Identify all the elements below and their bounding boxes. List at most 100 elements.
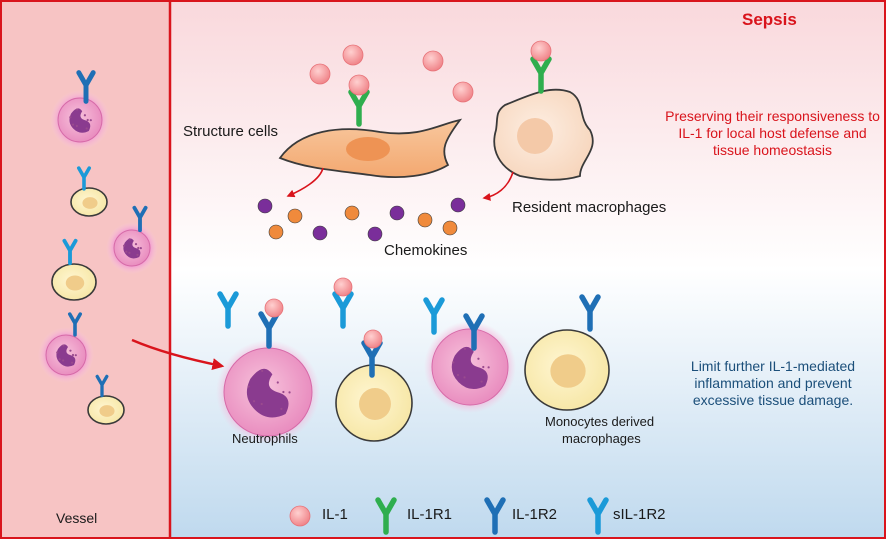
granule xyxy=(247,385,250,388)
il1-molecule xyxy=(452,81,474,103)
il1r1-receptor-icon xyxy=(375,497,397,535)
receptor-shape xyxy=(530,56,552,94)
resident-macrophage xyxy=(493,88,594,181)
resident-macrophage-il1r1-receptor xyxy=(530,56,552,94)
bound-il1-molecule xyxy=(530,40,552,62)
neutrophils-label: Neutrophils xyxy=(232,431,298,446)
vessel-monocyte xyxy=(87,395,125,425)
sil1r2-decoy xyxy=(332,291,354,329)
granule xyxy=(482,365,485,369)
sil1r2-decoy xyxy=(423,297,445,335)
granule xyxy=(75,124,78,128)
chemokine-orange xyxy=(417,212,433,228)
granule xyxy=(69,116,72,119)
granule xyxy=(260,402,263,406)
legend-label-il1r1: IL-1R1 xyxy=(407,506,453,523)
vessel-il1r2-receptor xyxy=(68,312,82,337)
monocyte-derived-macrophage xyxy=(335,364,413,442)
receptor-shape xyxy=(68,312,82,337)
receptor-shape xyxy=(132,205,148,233)
extravasation-arrow xyxy=(131,338,225,371)
receptor-shape xyxy=(76,70,96,104)
granule xyxy=(85,127,88,130)
receptor-shape xyxy=(484,497,506,535)
receptor-shape xyxy=(375,497,397,535)
structure-cell xyxy=(278,118,463,179)
monocyte-nucleus xyxy=(550,354,586,388)
legend-label-sil1r2: sIL-1R2 xyxy=(613,506,666,523)
granule xyxy=(280,407,283,410)
bound-il1-molecule xyxy=(348,74,370,96)
chemokine-purple xyxy=(367,226,383,242)
diagram-title: Sepsis xyxy=(742,10,797,29)
granule xyxy=(282,390,285,394)
granule xyxy=(134,243,138,246)
structure-to-chemokine-arrow xyxy=(286,167,324,198)
receptor-shape xyxy=(332,291,354,329)
granule xyxy=(128,251,131,255)
legend-label-il1: IL-1 xyxy=(322,506,348,523)
monocyte-nucleus xyxy=(99,405,115,417)
receptor-shape xyxy=(463,313,485,351)
vessel-neutrophil xyxy=(50,90,110,150)
granule xyxy=(74,354,77,357)
granule xyxy=(125,250,128,253)
granule xyxy=(477,357,480,360)
neutrophil-il1r2-receptor xyxy=(463,313,485,351)
granule xyxy=(463,347,467,350)
receptor-shape xyxy=(62,238,78,266)
granule xyxy=(58,358,61,361)
vessel-monocyte xyxy=(70,187,108,217)
neutrophil-nucleus xyxy=(56,344,76,367)
structure-cells-label: Structure cells xyxy=(183,123,279,140)
receptor-shape xyxy=(217,291,239,329)
granule xyxy=(122,244,126,247)
sil1r2-decoy xyxy=(217,291,239,329)
granule xyxy=(71,353,75,357)
neutrophil-nucleus xyxy=(451,346,488,390)
neutrophil-nucleus xyxy=(246,368,289,418)
structure-cell-il1r1-receptor xyxy=(348,89,370,127)
granule xyxy=(83,114,86,117)
monocyte-derived-macrophage xyxy=(524,329,610,411)
granule xyxy=(136,253,139,257)
vessel-il1r2-receptor xyxy=(132,205,148,233)
granule xyxy=(75,108,79,111)
granule xyxy=(463,376,466,379)
granule xyxy=(139,247,142,250)
granule xyxy=(86,118,89,122)
granule xyxy=(62,359,65,362)
vessel-neutrophil xyxy=(106,222,158,274)
granule xyxy=(252,400,256,403)
receptor-shape xyxy=(579,294,601,332)
chemokine-orange xyxy=(442,220,458,236)
bound-il1-molecule xyxy=(333,277,353,297)
il1-molecule xyxy=(309,63,331,85)
neutrophil-nucleus xyxy=(69,108,91,133)
legend-label-il1r2: IL-1R2 xyxy=(512,506,558,523)
il1-molecule xyxy=(422,50,444,72)
chemokine-orange xyxy=(268,224,284,240)
monocyte-nucleus xyxy=(65,275,85,291)
vessel-label: Vessel xyxy=(56,510,98,526)
granule xyxy=(128,238,131,241)
chemokine-purple xyxy=(389,205,405,221)
structure-cell-nucleus xyxy=(346,137,390,161)
neutrophil-large xyxy=(216,340,320,444)
chemokine-purple xyxy=(450,197,466,213)
granule xyxy=(69,349,72,352)
receptor-shape xyxy=(95,374,109,398)
granule xyxy=(456,373,460,377)
chemokine-purple xyxy=(312,225,328,241)
chemokines-label: Chemokines xyxy=(384,242,468,259)
il1-ball-icon xyxy=(289,505,311,527)
neutrophil-nucleus xyxy=(123,238,141,259)
monocyte-nucleus xyxy=(359,388,391,420)
monocyte-macrophages-label-line2: macrophages xyxy=(562,431,641,446)
monocyte-macrophages-label-line1: Monocytes derived xyxy=(545,414,655,429)
vessel-monocyte xyxy=(51,263,97,301)
note-top: Preserving their responsiveness to IL-1 … xyxy=(665,108,880,158)
granule xyxy=(480,380,483,383)
